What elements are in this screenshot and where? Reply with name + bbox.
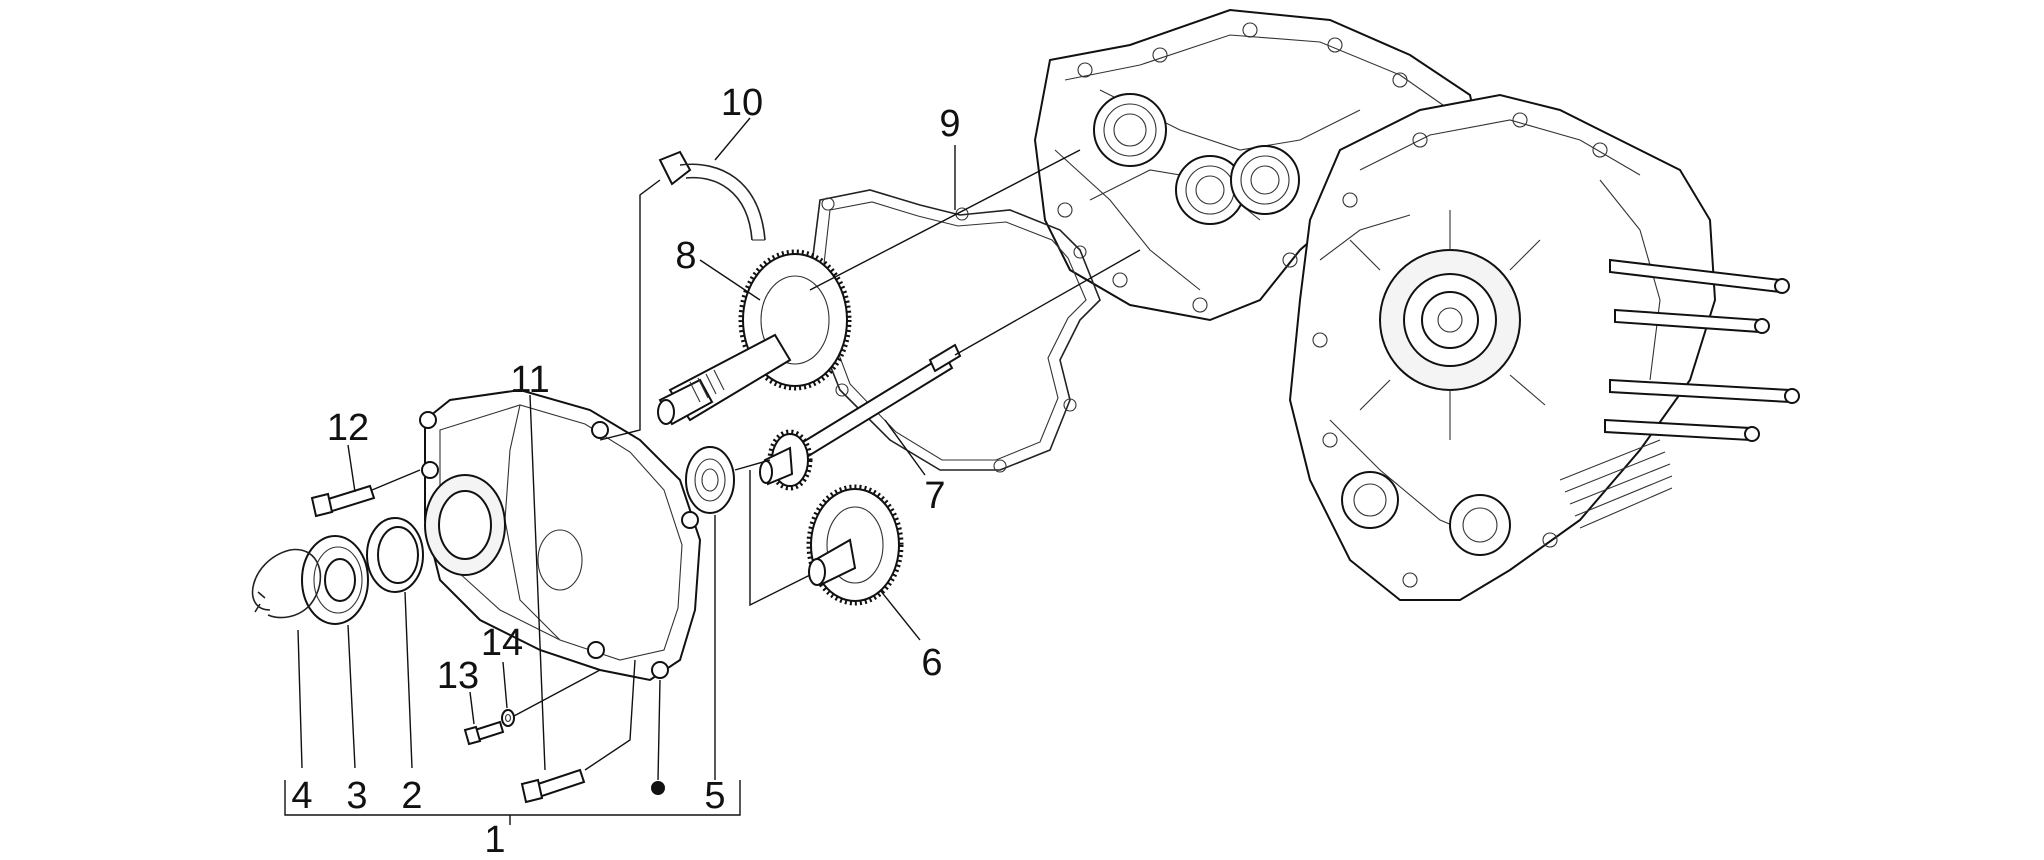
callout-1: 1 [484,819,505,860]
separate-item-dot [651,781,665,795]
screw-12 [310,484,376,518]
callout-2: 2 [401,775,422,817]
screw-13 [463,720,505,746]
bearing-cover-side [685,446,735,514]
leader-lines [284,117,1141,825]
callout-9: 9 [939,103,960,145]
housing-bearing-seat-left [1093,93,1167,167]
callout-10: 10 [721,82,763,124]
housing-bearing-seat-right [1230,145,1300,215]
callout-3: 3 [346,775,367,817]
crankshaft-bore [1379,249,1521,391]
gear-large-lower [806,484,904,606]
callout-labels: 1 2 3 4 5 6 7 8 9 10 11 12 13 14 [291,82,960,860]
callout-5: 5 [704,775,725,817]
callout-14: 14 [481,622,523,664]
sealing-ring [366,517,424,593]
screw-11 [520,768,586,804]
circlip [251,548,322,619]
engine-crankcase [1033,8,1800,601]
callout-11: 11 [510,359,549,401]
callout-6: 6 [921,642,942,684]
callout-13: 13 [437,655,479,697]
callout-4: 4 [291,775,312,817]
washer-14 [501,709,515,727]
callout-8: 8 [675,235,696,277]
transmission-cover [419,388,702,682]
cylinder-studs [1604,258,1800,442]
ball-bearing [301,535,369,625]
callout-12: 12 [327,407,369,449]
breather-hose [658,150,766,241]
callout-7: 7 [924,475,945,517]
gear-large-upper [657,249,852,426]
